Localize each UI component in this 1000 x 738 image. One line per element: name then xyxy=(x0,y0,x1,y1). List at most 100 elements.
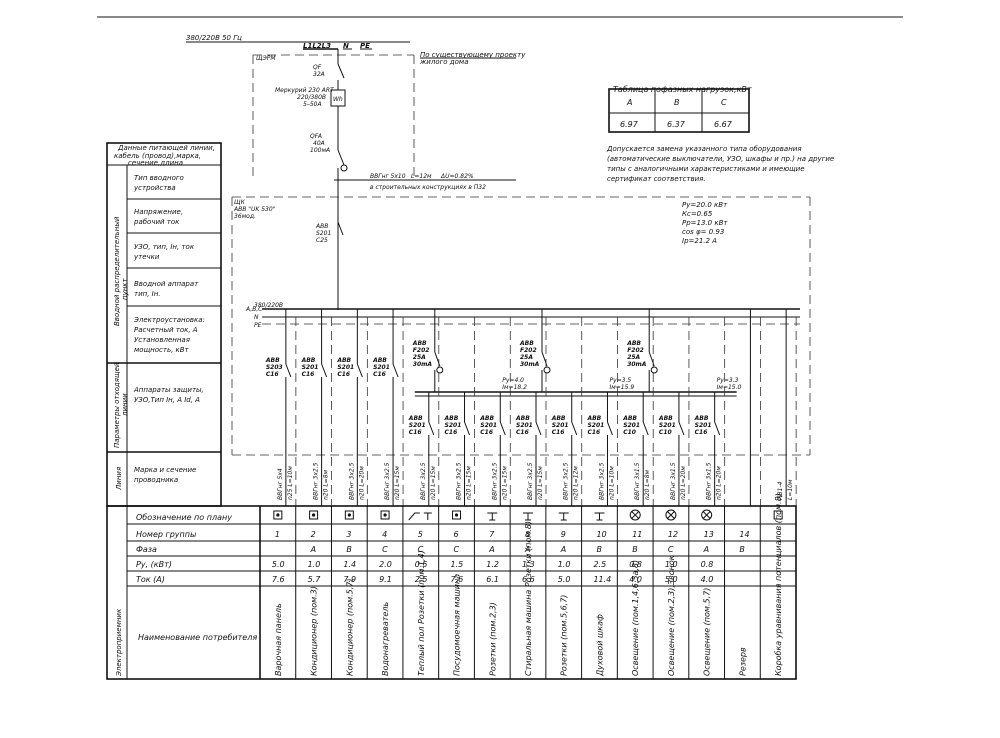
install-label-2: Расчетный ток, А xyxy=(134,326,198,334)
wire-label-1: Марка и сечение xyxy=(134,466,196,474)
equipment-note: Допускается замена указанного типа обору… xyxy=(606,145,834,183)
consumer-name: Розетки (пом.2,3) xyxy=(488,602,497,676)
breaker-label-2: S201 xyxy=(373,364,390,371)
params-line-5: Iр=21.2 А xyxy=(682,237,717,245)
breaker-label-3: C16 xyxy=(337,371,350,378)
group-power: 2.0 xyxy=(379,560,392,569)
breaker-label-2: S201 xyxy=(695,422,712,429)
group-phase: B xyxy=(739,545,745,554)
existing-project-1: По существующему проекту xyxy=(420,51,526,59)
protect-label-1: Аппараты защиты, xyxy=(133,386,204,394)
breaker-label-2: S201 xyxy=(480,422,497,429)
row-label-group: Номер группы xyxy=(136,530,196,539)
phase-loads-table: Таблица пофазных нагрузок,кВт A B C 6.97… xyxy=(608,85,752,133)
breaker-symbol xyxy=(571,421,578,436)
qfa-label-2: 40А xyxy=(313,140,325,147)
breaker-label-3: C16 xyxy=(409,429,422,436)
note-line-4: сертификат соответствия. xyxy=(607,175,706,183)
bus-n-label: N xyxy=(343,42,349,50)
rcd-power-1: Ру=4.0 xyxy=(502,377,524,384)
group-number: 8 xyxy=(525,530,530,539)
breaker-symbol xyxy=(714,421,721,436)
group-current: 4.0 xyxy=(701,575,714,584)
loads-header-a: A xyxy=(626,98,632,107)
floor-heat-icon xyxy=(408,512,432,521)
group-power: 1.0 xyxy=(308,560,321,569)
cable-mark: ВВГнг 3х2.5 xyxy=(563,462,570,500)
group-number: 14 xyxy=(739,530,749,539)
breaker-label-3: C16 xyxy=(552,429,565,436)
group-current: 11.4 xyxy=(593,575,611,584)
group-current: 2.5 xyxy=(415,575,428,584)
rcd-power-2: Iм=15.9 xyxy=(609,384,634,391)
breaker-label-1: ABB xyxy=(622,415,637,422)
group-number: 2 xyxy=(311,530,316,539)
cable-length: n20 L=15м xyxy=(430,466,437,500)
rcd-label-line-3: 25A xyxy=(520,354,533,361)
breaker-label-2: S201 xyxy=(623,422,640,429)
group-current: 9.1 xyxy=(379,575,392,584)
panel-params: Ру=20.0 кВт Кс=0.65 Рр=13.0 кВт cos φ= 0… xyxy=(682,201,728,245)
qf-switch-symbol xyxy=(337,63,345,79)
install-label-3: Установленная xyxy=(134,336,190,344)
breaker-label-1: ABB xyxy=(301,357,316,364)
breaker-symbol xyxy=(464,421,470,436)
consumer-name: Коробка уравнивания потенциалов (пом.8) xyxy=(774,493,783,676)
group-phase: C xyxy=(418,545,424,554)
feed-cable-3: ΔU=0.82% xyxy=(440,173,474,180)
cable-length: n20 L=20м xyxy=(680,466,687,500)
group-current: 7.6 xyxy=(451,575,464,584)
cable-mark: ВВГнг 3х2.5 xyxy=(491,462,498,500)
group-number: 7 xyxy=(489,530,495,539)
breaker-symbol xyxy=(535,421,542,436)
cable-length: L=10м xyxy=(787,479,794,500)
qfa-label-1: QFA xyxy=(310,133,322,140)
group-current: 4.0 xyxy=(629,575,642,584)
main-app-label-2: тип, Iн. xyxy=(134,290,161,298)
breaker-label-1: ABB xyxy=(444,415,459,422)
vertical-input-label-2: пункт xyxy=(121,277,129,300)
group-number: 5 xyxy=(418,530,423,539)
board-enclosure-1: ABB "UK 530" xyxy=(233,206,276,213)
rcd-label-line-1: ABB xyxy=(626,340,641,347)
cable-mark: ВВГнг 3х2.5 xyxy=(348,462,355,500)
vertical-line-label: Линия xyxy=(115,467,123,491)
breaker-symbol xyxy=(356,363,363,378)
group-power: 0.5 xyxy=(415,560,428,569)
breaker-label-3: C10 xyxy=(659,429,672,436)
cable-mark: ВВГнг 3х1.5 xyxy=(670,462,677,500)
socket-icon xyxy=(380,510,390,520)
breaker-label-3: C16 xyxy=(480,429,493,436)
cable-length: n20 L=15м xyxy=(466,466,473,500)
qf-label-1: QF xyxy=(313,64,322,71)
main-breaker-1: ABB xyxy=(315,223,328,230)
main-breaker-symbol xyxy=(337,221,344,236)
group-power: 1.0 xyxy=(558,560,571,569)
socket-icon xyxy=(273,510,283,520)
group-phase: A xyxy=(488,545,494,554)
breaker-label-1: ABB xyxy=(515,415,530,422)
voltage-label-2: рабочий ток xyxy=(133,218,180,226)
qfa-rcd-symbol xyxy=(340,164,348,172)
qfa-switch-symbol xyxy=(337,149,345,166)
lamp-icon xyxy=(665,509,677,521)
group-current: 7.9 xyxy=(343,575,356,584)
breaker-symbol xyxy=(642,421,649,436)
cable-mark: ВВГнг 3х2.5 xyxy=(598,462,605,500)
voltage-label-1: Напряжение, xyxy=(134,208,183,216)
row-label-py: Ру, (кВт) xyxy=(136,560,172,569)
cable-mark: ВВГнг 3х2.5 xyxy=(313,462,320,500)
group-number: 12 xyxy=(668,530,678,539)
cable-length: n20 L=20м xyxy=(716,466,723,500)
consumer-table: Обозначение по плану Номер группы Фаза Р… xyxy=(106,505,797,680)
socket-icon-dot xyxy=(312,513,316,517)
rcd-label-line-4: 30mA xyxy=(520,361,540,368)
breaker-label-1: ABB xyxy=(694,415,709,422)
feed-data-header-3: сечение,длина xyxy=(128,159,183,167)
